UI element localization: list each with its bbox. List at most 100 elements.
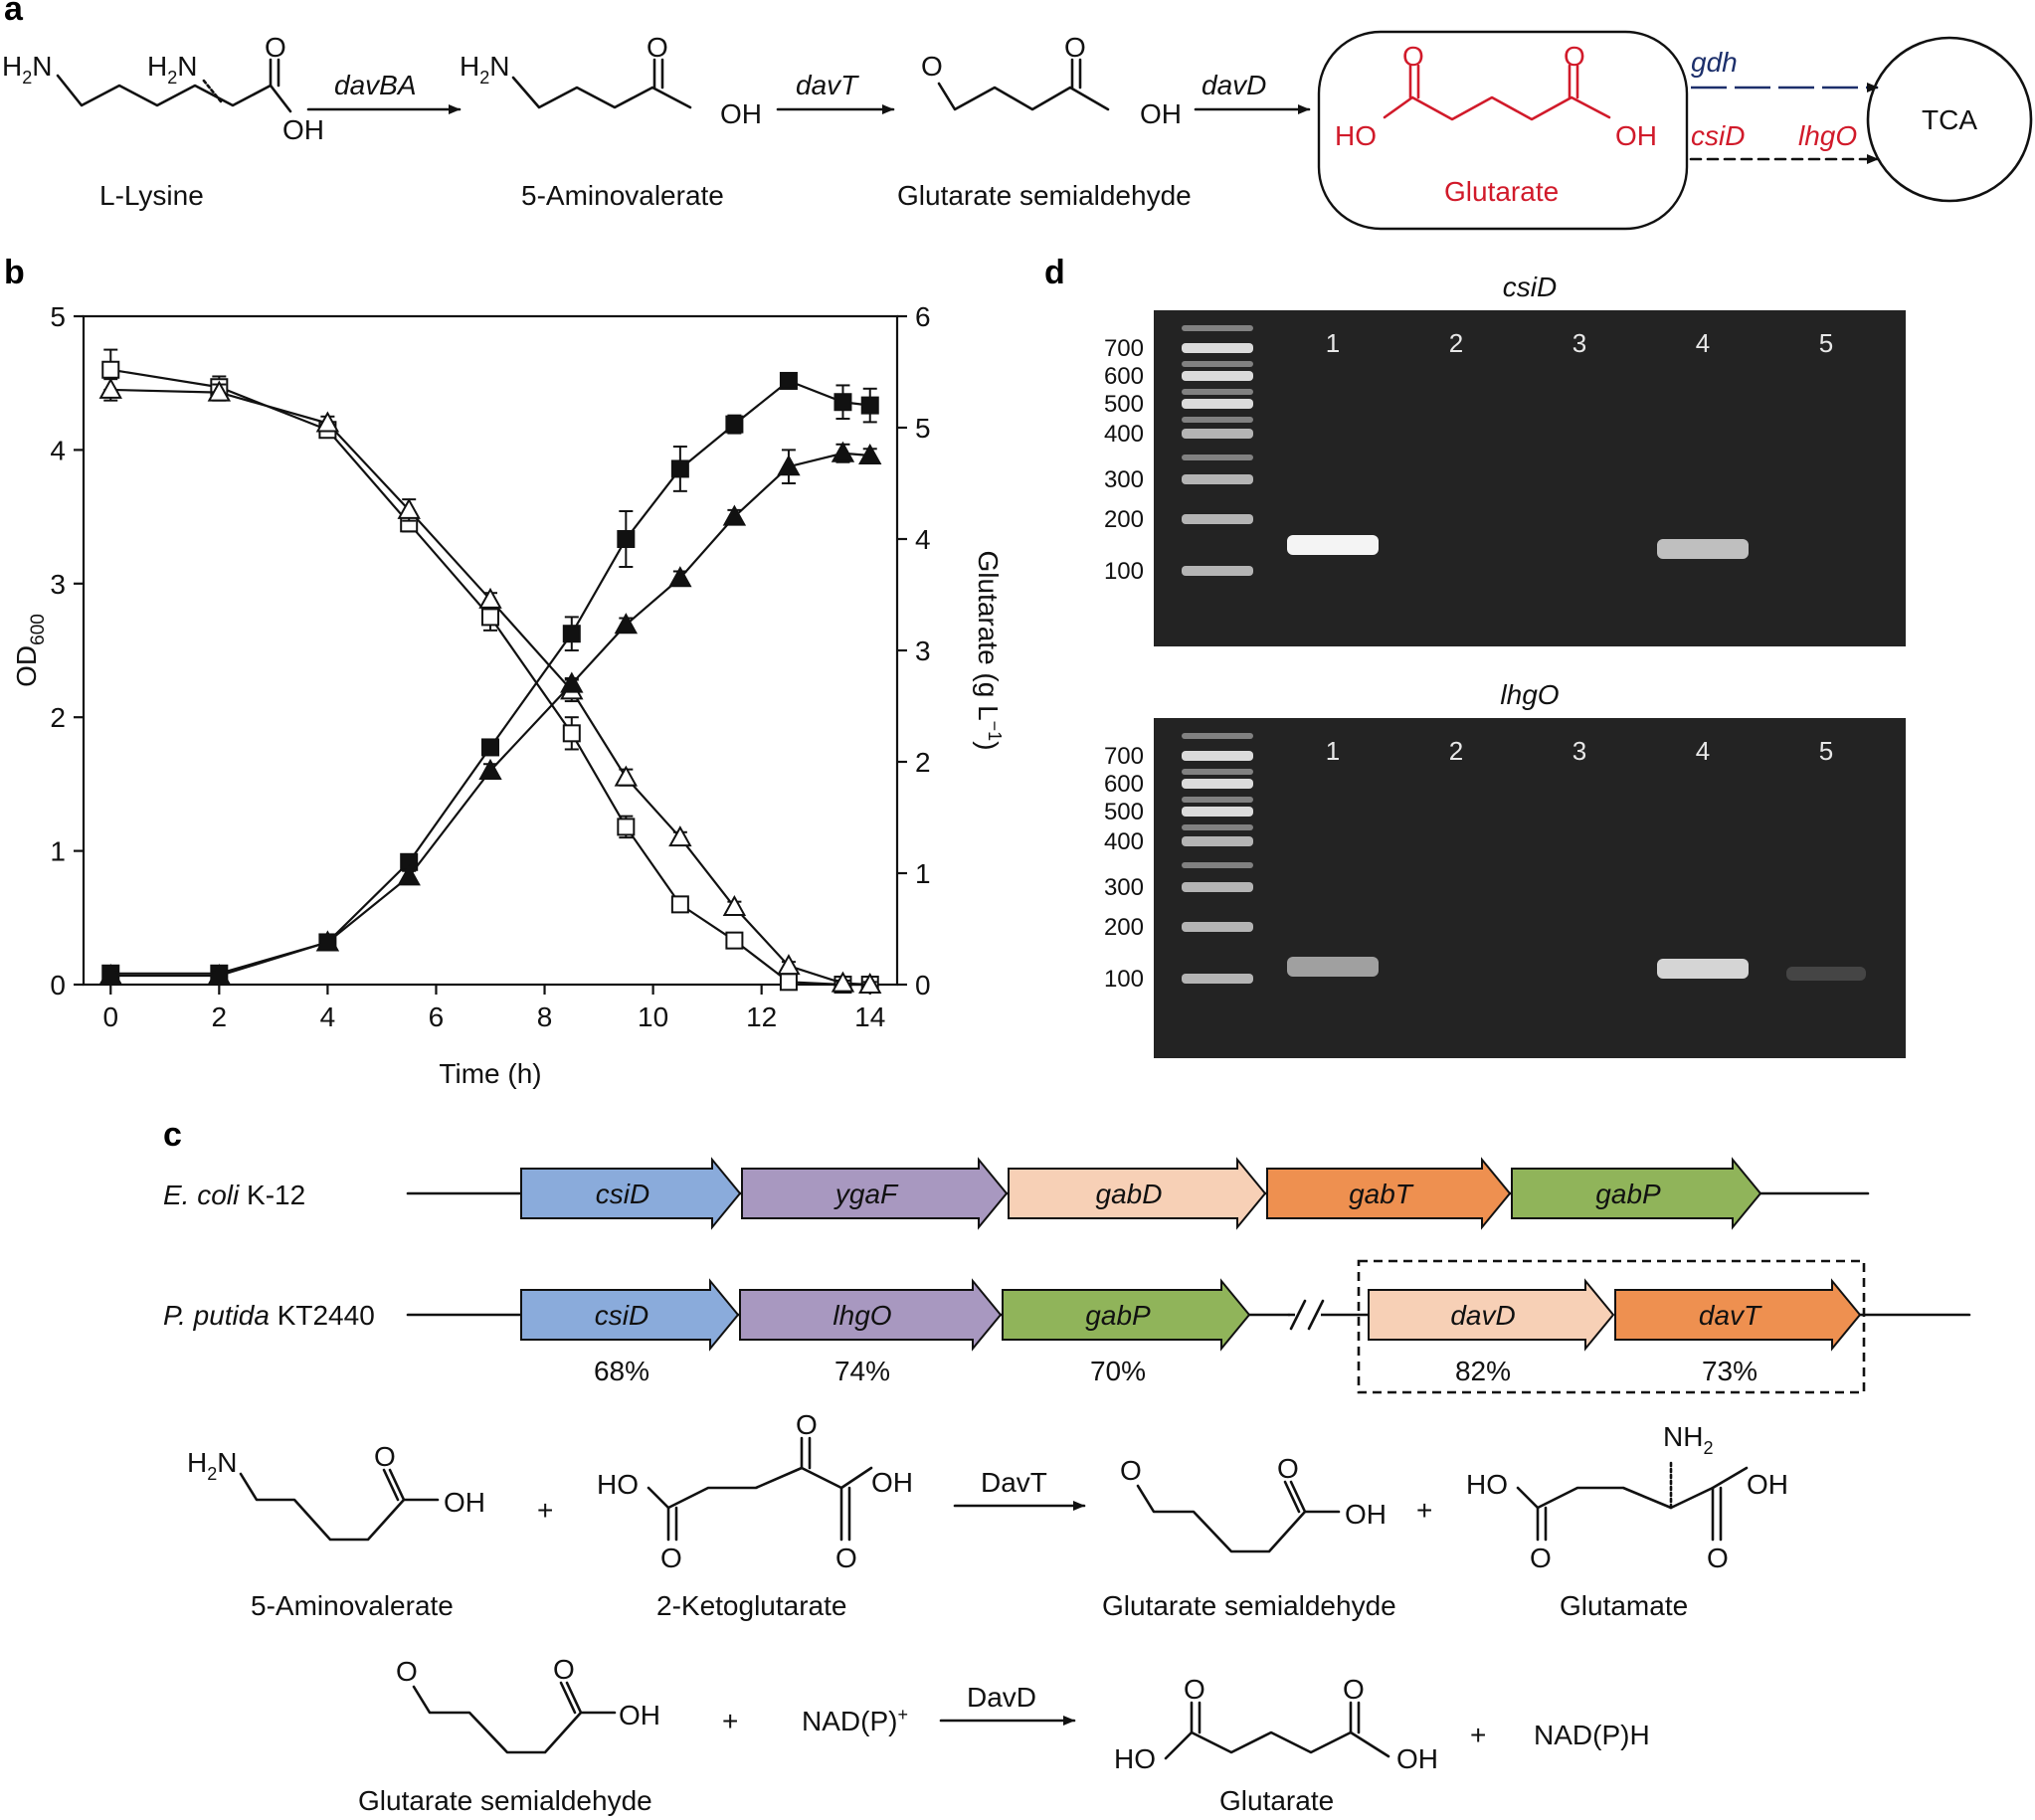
panel-label-b: b [4,254,25,291]
y-right-tick-label: 5 [915,413,931,444]
o-atom: O [796,1409,818,1440]
gene-label: gabT [1349,1179,1414,1209]
faint-band [1786,967,1866,981]
pcr-band [1657,539,1749,559]
data-point-square-filled [779,371,798,390]
ladder-band [1182,371,1253,381]
o-atom: O [647,32,668,63]
x-axis-label: Time (h) [439,1058,541,1089]
gene-label: gabD [1096,1179,1163,1209]
operon-ecoli-label: E. coli K-12 [163,1180,305,1210]
ladder-size-label: 500 [1104,799,1144,825]
ladder-band [1182,455,1253,460]
data-point-triangle-filled [315,930,340,952]
ladder-size-label: 100 [1104,966,1144,993]
lane-number: 4 [1696,736,1710,766]
plot-frame [82,314,899,987]
y-left-tick-label: 2 [50,702,66,733]
pcr-band [1287,957,1379,977]
gene-arrow-gabD [1008,1157,1267,1230]
y-right-tick-label: 6 [915,301,931,332]
ladder-band [1182,429,1253,439]
o-atom: O [1707,1543,1729,1573]
lane-number: 5 [1819,736,1833,766]
o-atom: O [1184,1674,1205,1705]
gel-title: lhgO [1500,679,1559,710]
gel-background [1154,310,1906,646]
x-tick-label: 10 [638,1001,668,1032]
ladder-band [1182,974,1253,984]
data-point-triangle-filled [98,963,122,986]
identity-percent: 70% [1090,1356,1146,1386]
ladder-band [1182,389,1253,395]
data-point-triangle-filled [831,441,855,462]
gene-arrow-csiD [520,1278,740,1352]
ladder-size-label: 700 [1104,335,1144,362]
o-atom: O [374,1441,396,1472]
data-point-square-open [670,895,689,914]
series-line-square-open [110,368,870,987]
gene-arrow-lhgO [739,1278,1003,1352]
chart-series [98,348,882,994]
ladder-band [1182,474,1253,484]
gene-arrow-davT [1614,1278,1862,1352]
identity-percent: 73% [1702,1356,1758,1386]
gene-arrow-gabP [1002,1278,1251,1352]
x-tick-label: 0 [102,1001,118,1032]
enzyme-davd-c: DavD [967,1682,1036,1713]
y-right-tick-label: 1 [915,858,931,889]
ladder-band [1182,922,1253,932]
gene-arrow-davD [1368,1278,1615,1352]
x-tick-label: 12 [746,1001,777,1032]
route-csid-label: csiD [1691,120,1745,151]
ladder-band [1182,325,1253,331]
ladder-band [1182,769,1253,775]
data-point-triangle-filled [777,455,801,476]
lysine-structure: H2N H2N O OH L-Lysine [2,32,324,211]
cofactor-nadph: NAD(P)H [1534,1720,1650,1750]
oh-atom: OH [444,1487,485,1518]
y-left-tick-label: 3 [50,569,66,600]
x-tick-label: 2 [212,1001,228,1032]
o-atom: O [835,1543,857,1573]
gene-label: davD [1450,1300,1515,1331]
ladder-size-label: 100 [1104,558,1144,585]
compound-aminovalerate: 5-Aminovalerate [521,180,724,211]
enzyme-davd: davD [1202,70,1266,100]
compound-lysine: L-Lysine [99,180,204,211]
gene-label: csiD [596,1179,649,1209]
route-gdh-label: gdh [1691,47,1738,78]
gene-arrow-csiD [520,1157,742,1230]
series-line-triangle-open [110,388,870,987]
series-line-triangle-filled [110,452,870,978]
ladder-band [1182,343,1253,353]
data-point-square-open [725,931,744,950]
ladder-size-label: 300 [1104,874,1144,901]
lane-number: 2 [1449,736,1463,766]
y-axis-right-label: Glutarate (g L−1) [973,550,1005,750]
ladder-size-label: 200 [1104,914,1144,941]
y-right-tick-label: 3 [915,636,931,666]
data-point-triangle-open [614,765,639,787]
compound-semialdehyde-c: Glutarate semialdehyde [1102,1590,1396,1621]
data-point-square-filled [617,530,636,548]
data-point-triangle-open [668,825,692,847]
pcr-band [1287,535,1379,555]
x-tick-label: 14 [854,1001,885,1032]
o-atom: O [1530,1543,1552,1573]
data-point-square-open [562,724,581,743]
o-atom: O [265,32,286,63]
y-axis-left-label: OD600 [11,614,49,687]
compound-aminovalerate-c: 5-Aminovalerate [251,1590,454,1621]
ladder-size-label: 600 [1104,363,1144,390]
ladder-band [1182,882,1253,892]
plus-2: + [1416,1495,1432,1526]
lane-number: 3 [1572,328,1586,358]
aminovalerate-structure: H2N O OH 5-Aminovalerate [460,32,762,211]
x-tick-label: 8 [537,1001,553,1032]
tca-circle [1866,36,2033,203]
ladder-band [1182,862,1253,868]
